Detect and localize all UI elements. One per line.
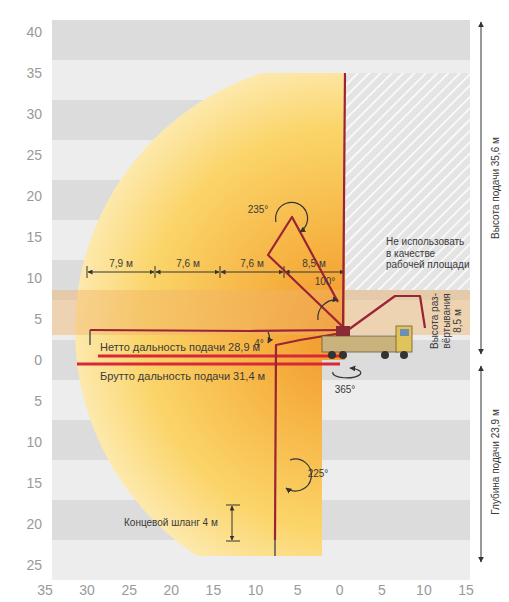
angle-label: 225° — [308, 468, 329, 480]
gross-reach-line — [77, 363, 340, 366]
axis-tick: 5 — [294, 582, 302, 598]
angle-label: 100° — [315, 276, 336, 288]
axis-tick: 0 — [336, 582, 344, 598]
dimension-label: 8,5 м — [302, 258, 326, 270]
axis-tick: 15 — [26, 475, 42, 491]
hose-dimension — [226, 505, 240, 541]
axis-tick: 10 — [26, 434, 42, 450]
axis-tick: 15 — [206, 582, 222, 598]
boom-vertical — [343, 73, 345, 330]
grid-band — [52, 20, 470, 60]
axis-tick: 25 — [26, 147, 42, 163]
axis-tick: 0 — [34, 352, 42, 368]
reach-label: Брутто дальность подачи 31,4 м — [100, 370, 265, 383]
axis-tick: 10 — [416, 582, 432, 598]
axis-tick: 25 — [26, 557, 42, 573]
axis-tick: 35 — [37, 582, 53, 598]
axis-tick: 40 — [26, 24, 42, 40]
axis-tick: 5 — [34, 393, 42, 409]
axis-tick: 5 — [34, 311, 42, 327]
axis-tick: 25 — [121, 582, 137, 598]
axis-tick: 10 — [26, 270, 42, 286]
dimension-label: 7,6 м — [176, 258, 200, 270]
pump-truck — [322, 326, 412, 359]
note-label: Не использовать в качестве рабочей площа… — [386, 236, 470, 271]
axis-tick: 5 — [378, 582, 386, 598]
axis-tick: 20 — [26, 516, 42, 532]
boom-folded — [268, 217, 342, 326]
boom-stowed — [348, 296, 425, 330]
reach-area — [75, 60, 509, 600]
axis-tick: 15 — [458, 582, 474, 598]
boom-horizontal — [90, 330, 342, 331]
boom-positions — [90, 73, 425, 540]
axis-tick: 30 — [26, 106, 42, 122]
hose-label: Концевой шланг 4 м — [124, 517, 218, 529]
depth-label: Глубина подачи 23,9 м — [490, 409, 502, 515]
reach-label: Нетто дальность подачи 28,9 м — [100, 341, 260, 354]
axis-tick: 15 — [26, 229, 42, 245]
boom-down — [275, 333, 342, 540]
dimension-label: 7,9 м — [109, 258, 133, 270]
end-hose — [89, 330, 91, 345]
angle-label: 235° — [248, 204, 269, 216]
axis-tick: 20 — [164, 582, 180, 598]
forbidden-area — [345, 73, 470, 290]
dimension-label: 7,6 м — [240, 258, 264, 270]
deploy-height-label: Высота раз- вёртывания 8,5 м — [429, 286, 464, 356]
end-hose — [274, 540, 276, 556]
axis-tick: 20 — [26, 188, 42, 204]
height-label: Высота подачи 35,6 м — [490, 137, 502, 239]
angle-label: 365° — [335, 384, 356, 396]
axis-tick: 30 — [79, 582, 95, 598]
axis-tick: 35 — [26, 65, 42, 81]
height-depth-arrows — [481, 22, 482, 562]
net-reach-line — [98, 355, 340, 358]
axis-tick: 10 — [248, 582, 264, 598]
